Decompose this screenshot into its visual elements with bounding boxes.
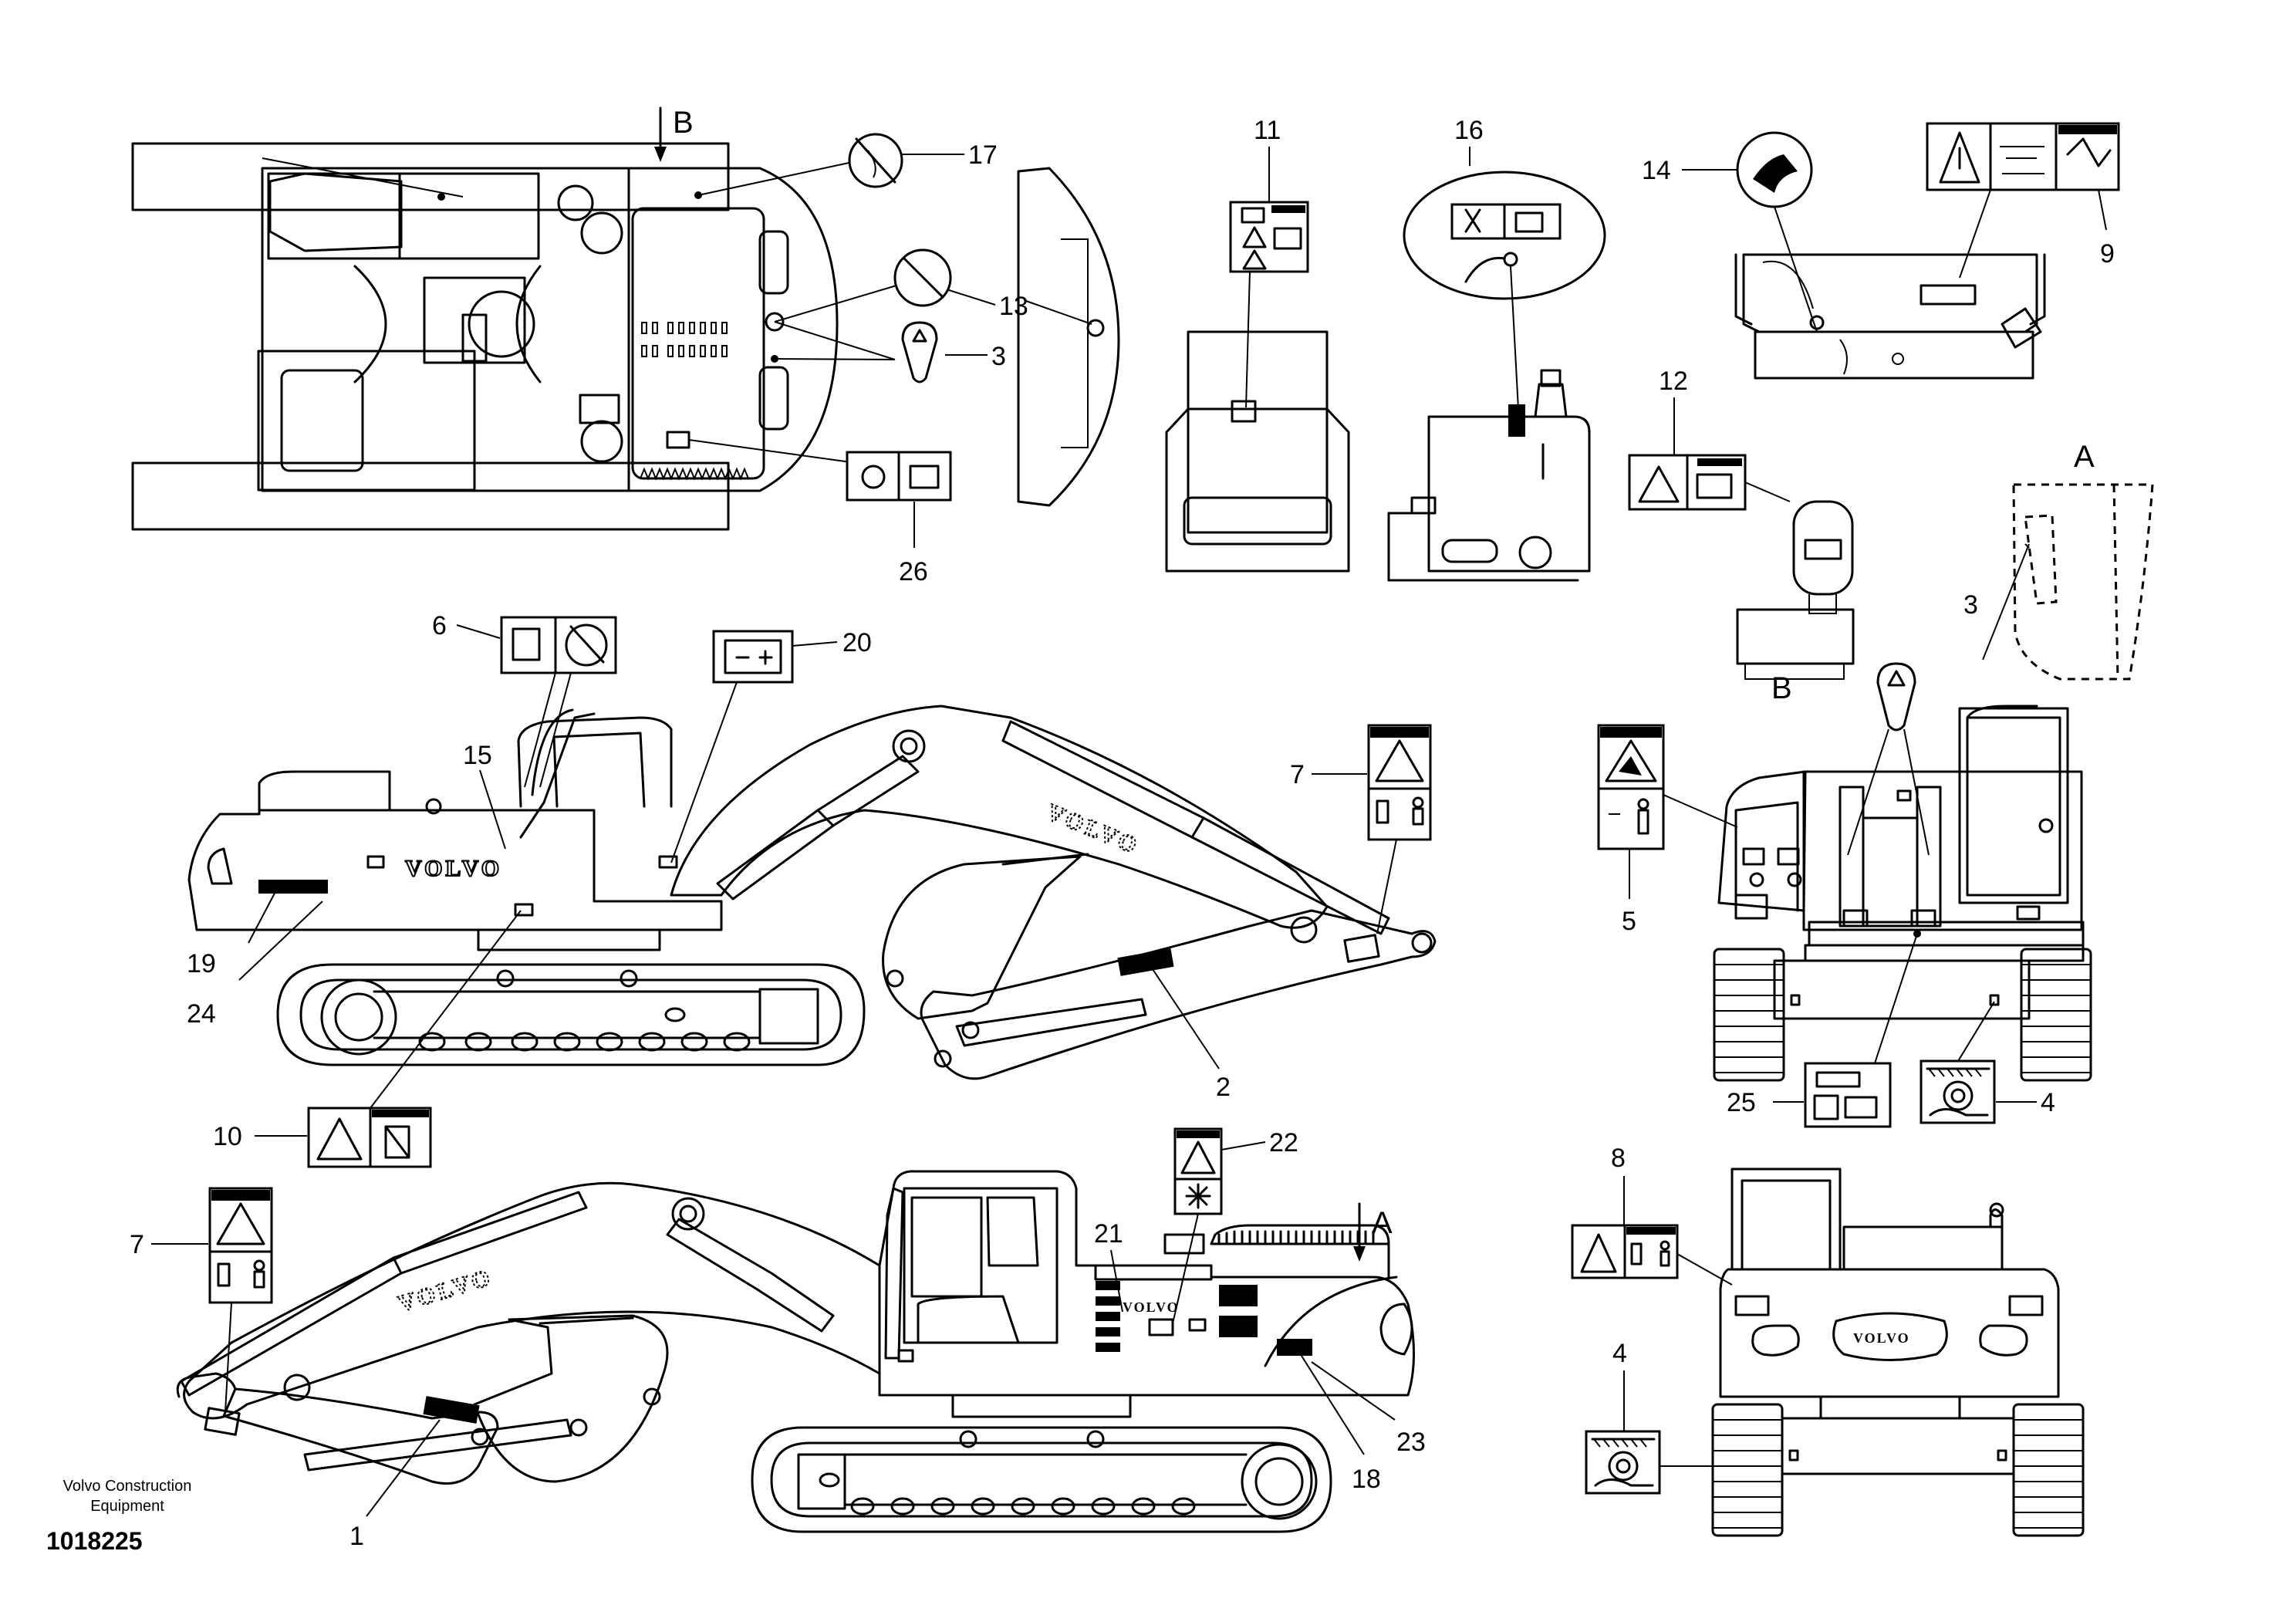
top-view-track-lower: [131, 461, 730, 531]
callout-25: 25: [1727, 1088, 1756, 1117]
decal-6: 6: [432, 611, 617, 788]
callout-21: 21: [1094, 1219, 1123, 1249]
decal-14: 14: [1642, 131, 1818, 333]
view-a-detail: A: [2012, 440, 2154, 681]
view-a-marker-detail: A: [2074, 440, 2095, 474]
callout-19: 19: [187, 949, 216, 978]
top-view-machine: [131, 142, 839, 531]
top-view-grill: [640, 322, 749, 481]
decal-4-right: 4: [1920, 1001, 2055, 1124]
decal-3-right: 3: [1847, 543, 2030, 856]
decal-8: 8: [1571, 1144, 1733, 1286]
manufacturer-name-line2: Equipment: [90, 1498, 164, 1515]
callout-14: 14: [1642, 156, 1671, 185]
boom-logo-left: VOLVO: [395, 1264, 495, 1316]
rear-view-machine: [1713, 705, 2092, 1082]
boom-hatched-decal-2: [1117, 948, 1174, 976]
top-view-superstructure: [261, 167, 839, 492]
callout-13: 13: [999, 292, 1028, 321]
view-a-marker-side: A: [1372, 1206, 1393, 1240]
callout-15: 15: [463, 741, 492, 770]
callout-2: 2: [1216, 1073, 1231, 1102]
decal-16: 16: [1387, 116, 1606, 582]
callout-11: 11: [1254, 116, 1281, 145]
decal-10: 10: [213, 910, 522, 1168]
decal-20: 20: [658, 628, 872, 869]
counterweight-view: [1017, 167, 1120, 507]
side-view-machine-left: VOLVO VOLVO: [176, 1170, 1415, 1533]
callout-6: 6: [432, 611, 447, 640]
decal-13: 13: [774, 248, 1028, 323]
decal-22: 22: [1172, 1127, 1298, 1324]
boom-hatched-decal-1: [423, 1396, 480, 1424]
callout-22: 22: [1269, 1128, 1298, 1157]
side-view-left-logo: VOLVO: [1123, 1299, 1180, 1315]
top-view-track-upper: [131, 142, 730, 211]
drawing-number: 1018225: [46, 1527, 143, 1555]
manufacturer-name-line1: Volvo Construction: [63, 1478, 192, 1495]
callout-18: 18: [1352, 1465, 1381, 1494]
callout-23: 23: [1396, 1428, 1426, 1457]
callout-7-low: 7: [130, 1230, 144, 1259]
callout-3-top: 3: [991, 342, 1006, 371]
callout-4-lower: 4: [1612, 1339, 1627, 1368]
decal-3-top: 3: [774, 321, 1006, 384]
callout-3-right: 3: [1963, 590, 1978, 620]
view-b-marker-detail: B: [1771, 671, 1792, 705]
callout-16: 16: [1454, 116, 1484, 145]
callout-5: 5: [1622, 907, 1636, 936]
decal-7-mid: 7: [1290, 724, 1432, 934]
callout-12: 12: [1659, 367, 1688, 396]
decal-5: 5: [1597, 724, 1738, 936]
decal-26: 26: [688, 439, 952, 586]
callout-17: 17: [968, 140, 998, 170]
callout-1: 1: [349, 1522, 364, 1551]
decal-7-low: 7: [130, 1187, 273, 1413]
callout-9: 9: [2100, 239, 2115, 269]
callout-24: 24: [187, 999, 216, 1029]
view-b-marker-top: B: [673, 106, 694, 140]
decal-9: 9: [1926, 122, 2120, 279]
side-view-right-logo: VOLVO: [405, 856, 502, 881]
callout-4-right: 4: [2041, 1088, 2055, 1117]
front-view-machine: VOLVO: [1711, 1168, 2085, 1537]
decal-17: 17: [697, 133, 998, 196]
battery-box-view: [1734, 253, 2046, 380]
callout-10: 10: [213, 1122, 242, 1151]
side-view-machine-right: VOLVO VOLVO: [187, 705, 1437, 1080]
decal-11: 11: [1165, 116, 1350, 573]
decal-12: 12 B: [1628, 367, 1855, 705]
boom-logo-right: VOLVO: [1043, 799, 1143, 860]
front-view-logo: VOLVO: [1853, 1330, 1910, 1346]
callout-20: 20: [842, 628, 872, 657]
decal-4-lower: 4: [1585, 1339, 1717, 1495]
decal-25: 25: [1727, 933, 1918, 1128]
callout-8: 8: [1611, 1144, 1626, 1173]
callout-26: 26: [899, 557, 928, 586]
callout-7-mid: 7: [1290, 760, 1305, 789]
